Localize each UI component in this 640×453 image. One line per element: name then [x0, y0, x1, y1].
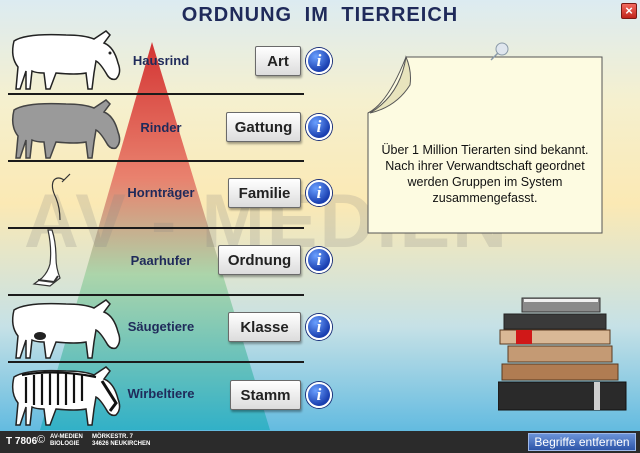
page-title: ORDNUNG IM TIERREICH — [181, 4, 459, 26]
level-divider — [8, 93, 304, 95]
company-line-1: AV-MEDIEN — [50, 434, 83, 440]
info-icon: i — [316, 51, 322, 70]
level-label-paarhufer: Paarhufer — [130, 253, 192, 268]
info-button-ordnung[interactable]: i — [306, 247, 332, 273]
info-icon: i — [316, 317, 322, 336]
rank-button-ordnung[interactable]: Ordnung — [218, 245, 301, 275]
info-icon: i — [316, 117, 322, 136]
note-paper — [367, 55, 603, 234]
info-button-gattung[interactable]: i — [306, 114, 332, 140]
level-label-hausrind: Hausrind — [132, 53, 190, 68]
pin-icon — [490, 42, 509, 61]
rank-button-art[interactable]: Art — [255, 46, 301, 76]
copyright-icon: © — [37, 434, 46, 446]
remove-terms-button[interactable]: Begriffe entfernen — [528, 433, 636, 451]
rank-button-familie[interactable]: Familie — [228, 178, 301, 208]
info-button-stamm[interactable]: i — [306, 382, 332, 408]
close-button[interactable]: × — [621, 3, 637, 19]
book-stack-icon — [498, 297, 627, 411]
level-label-saeugetiere: Säugetiere — [127, 319, 195, 334]
company-address: MÖRKESTR. 7 34626 NEUKIRCHEN — [92, 434, 150, 448]
note-line-1: Über 1 Million Tierarten sind bekannt. — [381, 143, 589, 157]
rank-button-gattung[interactable]: Gattung — [226, 112, 301, 142]
level-label-horntraeger: Hornträger — [127, 185, 195, 200]
rank-button-klasse[interactable]: Klasse — [228, 312, 301, 342]
level-divider — [8, 227, 304, 229]
hoof-icon — [32, 229, 61, 287]
level-divider — [8, 294, 304, 296]
cattle-gray-icon — [11, 99, 121, 159]
level-divider — [8, 361, 304, 363]
skeleton-cow-icon — [11, 366, 121, 426]
info-icon: i — [316, 250, 322, 269]
level-divider — [8, 160, 304, 162]
note-text: Über 1 Million Tierarten sind bekannt. N… — [372, 142, 598, 206]
info-button-klasse[interactable]: i — [306, 314, 332, 340]
rank-button-stamm[interactable]: Stamm — [230, 380, 301, 410]
note-line-2: Nach ihrer Verwandtschaft geordnet werde… — [385, 159, 585, 205]
level-label-rinder: Rinder — [140, 120, 182, 135]
address-line-2: 34626 NEUKIRCHEN — [92, 441, 151, 447]
close-icon: × — [625, 3, 633, 18]
company-name: AV-MEDIEN BIOLOGIE — [50, 434, 83, 448]
level-label-wirbeltiere: Wirbeltiere — [127, 386, 195, 401]
cow-outline-icon — [11, 30, 121, 90]
info-icon: i — [316, 385, 322, 404]
mammal-cow-icon — [11, 299, 121, 359]
horn-icon — [51, 173, 71, 221]
product-code: T 7806 — [6, 436, 38, 447]
address-line-1: MÖRKESTR. 7 — [92, 434, 134, 440]
company-line-2: BIOLOGIE — [50, 441, 80, 447]
footer-bar: T 7806 © AV-MEDIEN BIOLOGIE MÖRKESTR. 7 … — [0, 431, 640, 453]
info-button-art[interactable]: i — [306, 48, 332, 74]
info-button-familie[interactable]: i — [306, 180, 332, 206]
info-icon: i — [316, 183, 322, 202]
